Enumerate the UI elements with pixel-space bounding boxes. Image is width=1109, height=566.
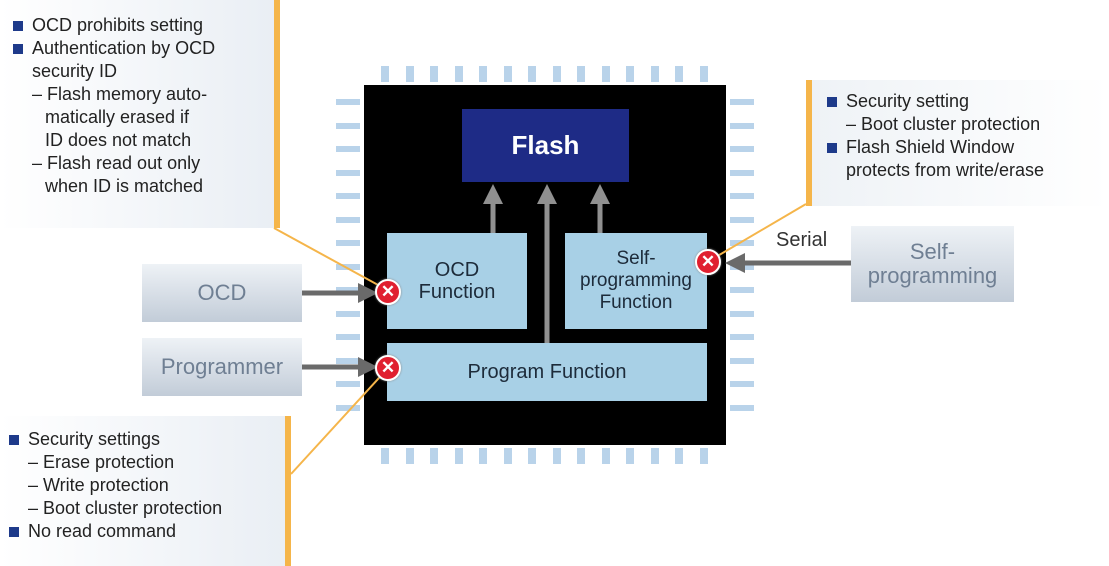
callout-sub-item: – Write protection (28, 475, 169, 495)
chip-pin (730, 193, 754, 199)
chip-pin (336, 381, 360, 387)
callout-programmer-security: Security settings– Erase protection – Wri… (0, 416, 291, 566)
ocd-function-block: OCD Function (387, 233, 527, 329)
leader-line-selfprog (708, 203, 807, 262)
chip-pin (381, 66, 389, 82)
callout-self-programming-security: Security setting– Boot cluster protectio… (806, 80, 1109, 206)
leader-line-programmer (290, 366, 390, 475)
chip-pin (336, 216, 360, 223)
chip-pin (675, 448, 683, 464)
chip-pin (503, 66, 512, 82)
chip-pin (479, 448, 487, 464)
chip-pin (405, 66, 414, 82)
chip-pin (503, 448, 512, 464)
chip-pin (454, 66, 463, 82)
chip-pin (730, 381, 754, 387)
programmer-external-box: Programmer (142, 338, 302, 396)
chip-pin (601, 66, 610, 82)
chip-pin (336, 122, 360, 129)
chip-pin (430, 448, 438, 464)
leader-line-ocd (273, 227, 390, 292)
chip-pin (336, 263, 360, 270)
chip-pin (528, 448, 536, 464)
callout-bullet-item: Security settings (8, 428, 281, 451)
callout-sub-item: – Boot cluster protection (846, 114, 1041, 134)
block-x-icon: ✕ (695, 249, 721, 275)
chip-pin (336, 240, 360, 246)
chip-pin (730, 287, 754, 293)
callout-sub-item: – Boot cluster protection (28, 498, 223, 518)
chip-pin (552, 66, 561, 82)
callout-list: Security settings– Erase protection – Wri… (0, 416, 291, 543)
chip-pin (336, 169, 360, 176)
chip-pin (336, 357, 360, 364)
chip-pin (577, 66, 585, 82)
callout-sub-item: – Flash read out only (32, 153, 201, 173)
program-function-block: Program Function (387, 343, 707, 401)
chip-pin (730, 310, 754, 317)
callout-bullet-item: No read command (8, 520, 281, 543)
callout-sub-item: matically erased if (45, 107, 190, 127)
flash-block: Flash (462, 109, 629, 182)
chip-pin (730, 334, 754, 340)
callout-sub-item: – Erase protection (28, 452, 175, 472)
chip-pin (454, 448, 463, 464)
chip-pin (381, 448, 389, 464)
chip-pin (577, 448, 585, 464)
callout-accent-bar (285, 416, 291, 566)
chip-pin (528, 66, 536, 82)
chip-pin (650, 66, 659, 82)
callout-sub-item: – Flash memory auto- (32, 84, 208, 104)
chip-pin (336, 99, 360, 105)
chip-pin (336, 287, 360, 293)
callout-sub-item: security ID (32, 61, 118, 81)
chip-pin (730, 169, 754, 176)
self-programming-external-box: Self- programming (851, 226, 1014, 302)
chip-pin (730, 240, 754, 246)
callout-accent-bar (806, 80, 812, 206)
chip-pin (730, 146, 754, 152)
chip-pin (479, 66, 487, 82)
chip-pin (626, 448, 634, 464)
callout-sub-item: protects from write/erase (846, 160, 1045, 180)
block-x-icon: ✕ (375, 355, 401, 381)
callout-accent-bar (274, 0, 280, 228)
chip-pin (730, 357, 754, 364)
callout-sub-item: ID does not match (45, 130, 192, 150)
chip-pin (601, 448, 610, 464)
serial-label: Serial (776, 229, 828, 251)
chip-pin (336, 146, 360, 152)
callout-list: Security setting– Boot cluster protectio… (806, 80, 1109, 182)
chip-pin (650, 448, 659, 464)
block-x-icon: ✕ (375, 279, 401, 305)
chip-pin (405, 448, 414, 464)
callout-bullet-item: OCD prohibits setting (12, 14, 270, 37)
chip-pin (699, 448, 708, 464)
chip-pin (730, 216, 754, 223)
chip-pin (336, 193, 360, 199)
ocd-external-box: OCD (142, 264, 302, 322)
chip-pin (336, 310, 360, 317)
chip-pin (730, 122, 754, 129)
chip-pin (730, 404, 754, 411)
callout-sub-item: when ID is matched (45, 176, 204, 196)
chip-pin (675, 66, 683, 82)
chip-pin (552, 448, 561, 464)
chip-pin (626, 66, 634, 82)
callout-bullet-item: Flash Shield Window (826, 136, 1105, 159)
callout-bullet-item: Security setting (826, 90, 1105, 113)
chip-pin (430, 66, 438, 82)
chip-pin (336, 334, 360, 340)
self-programming-function-block: Self- programming Function (565, 233, 707, 329)
callout-bullet-item: Authentication by OCD (12, 37, 270, 60)
chip-pin (699, 66, 708, 82)
chip-pin (336, 404, 360, 411)
chip-pin (730, 99, 754, 105)
